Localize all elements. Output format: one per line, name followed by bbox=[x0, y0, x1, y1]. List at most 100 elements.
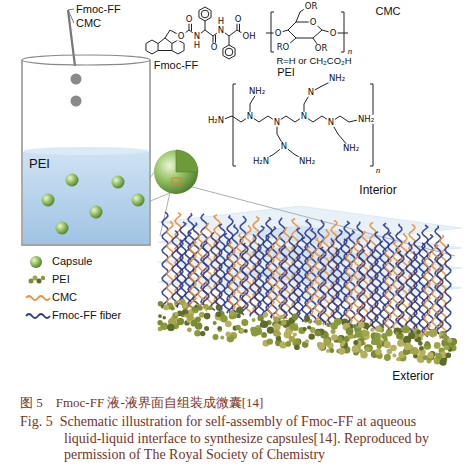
cmc-strand bbox=[167, 221, 173, 305]
pei-blob bbox=[294, 345, 300, 351]
pyranose-ring bbox=[288, 22, 322, 38]
structure-name: PEI bbox=[277, 67, 295, 78]
figure-caption-cn: 图 5 Fmoc-FF 液-液界面自组装成微囊[14] bbox=[20, 396, 263, 409]
atom-label: O bbox=[210, 43, 219, 52]
pei-blob bbox=[182, 303, 187, 308]
capsule bbox=[66, 174, 79, 187]
pei-blob bbox=[175, 312, 179, 316]
pei-blob bbox=[338, 348, 345, 355]
bond bbox=[264, 146, 284, 160]
pei-blob bbox=[364, 331, 370, 337]
pei-blob bbox=[392, 354, 396, 358]
bond bbox=[289, 38, 296, 44]
fmoc-ff-fiber bbox=[203, 241, 209, 309]
fmoc-ff-fiber bbox=[177, 240, 183, 308]
pei-blob bbox=[281, 320, 287, 326]
atom-label: NH₂ bbox=[357, 115, 375, 124]
pei-blob bbox=[235, 325, 240, 330]
bracket bbox=[271, 12, 274, 52]
pei-blob bbox=[273, 316, 279, 322]
atom-label: O bbox=[329, 29, 338, 38]
bond bbox=[237, 21, 238, 30]
atom-label: O bbox=[309, 18, 318, 27]
pei-blob bbox=[402, 326, 410, 334]
atom-label: O bbox=[177, 32, 186, 41]
pei-blob bbox=[29, 279, 34, 284]
pei-blob bbox=[280, 315, 285, 320]
atom-label: NH₂ bbox=[298, 157, 316, 166]
droplet bbox=[71, 96, 82, 107]
pei-blob bbox=[157, 320, 162, 325]
fmoc-ff-fiber bbox=[359, 249, 365, 329]
pei-blob bbox=[396, 357, 400, 361]
pei-blob bbox=[397, 340, 404, 347]
bracket bbox=[341, 12, 344, 52]
atom-label: O bbox=[234, 15, 243, 24]
cmc-strand bbox=[237, 234, 243, 314]
legend-capsule-sample bbox=[30, 256, 42, 268]
fmoc-ff-fiber bbox=[294, 246, 300, 322]
pei-blob bbox=[425, 341, 430, 346]
pei-blob bbox=[280, 341, 287, 348]
pei-blob bbox=[33, 276, 38, 281]
backbone bbox=[222, 116, 362, 122]
backbone bbox=[165, 30, 247, 38]
benzene-ring bbox=[223, 45, 235, 59]
pei-blob bbox=[216, 305, 222, 311]
pei-blob bbox=[303, 327, 307, 331]
pei-blob bbox=[177, 318, 184, 325]
repeat-index: n bbox=[348, 47, 353, 56]
fmoc-ff-fiber bbox=[411, 251, 417, 335]
structure-name: Fmoc-FF bbox=[154, 60, 199, 71]
atom-label: N bbox=[246, 112, 254, 121]
pei-blob bbox=[408, 332, 415, 339]
label-leader bbox=[68, 10, 74, 23]
pei-blob bbox=[371, 338, 377, 344]
component-label: CMC bbox=[76, 18, 101, 29]
atom-label: N bbox=[273, 118, 281, 127]
bond bbox=[158, 38, 172, 44]
cmc-strand bbox=[268, 244, 274, 318]
pei-blob bbox=[274, 323, 281, 330]
pei-blob bbox=[167, 324, 174, 331]
beaker-rim bbox=[22, 55, 150, 65]
pei-blob bbox=[323, 338, 330, 345]
bond bbox=[215, 35, 216, 44]
pei-blob bbox=[213, 321, 217, 325]
pei-blob bbox=[204, 326, 209, 331]
fmoc-ff-fiber bbox=[372, 250, 378, 330]
pei-blob bbox=[436, 353, 442, 359]
atom-label: NH₂ bbox=[328, 74, 346, 83]
pei-blob bbox=[208, 306, 213, 311]
pei-blob bbox=[267, 327, 274, 334]
pei-blob bbox=[353, 324, 357, 328]
legend-fiber-sample bbox=[26, 314, 50, 318]
fmoc-ff-fiber bbox=[250, 234, 256, 316]
pei-blob bbox=[172, 312, 178, 318]
liquid-label: PEI bbox=[29, 157, 143, 171]
bond bbox=[239, 22, 240, 31]
atom-label: N bbox=[217, 26, 225, 35]
atom-label: N bbox=[193, 32, 201, 41]
bond bbox=[229, 36, 230, 45]
pei-blob bbox=[331, 329, 336, 334]
cmc-strand bbox=[385, 250, 391, 332]
fmoc-ff-fiber bbox=[333, 248, 339, 326]
pei-blob bbox=[220, 336, 224, 340]
pei-blob bbox=[304, 316, 310, 322]
capsule-cutaway bbox=[176, 150, 198, 172]
pei-blob bbox=[377, 344, 382, 349]
pei-blob bbox=[419, 347, 423, 351]
bond bbox=[250, 94, 256, 116]
atom-label: N bbox=[280, 142, 288, 151]
fmoc-ff-fiber bbox=[242, 243, 248, 315]
bond bbox=[277, 122, 284, 146]
bond bbox=[191, 22, 192, 31]
pei-blob bbox=[447, 338, 452, 343]
pei-blob bbox=[326, 323, 331, 328]
atom-label: OH bbox=[241, 32, 256, 41]
pei-blob bbox=[385, 354, 391, 360]
fiber-assembly bbox=[157, 206, 462, 366]
bond bbox=[158, 50, 172, 51]
